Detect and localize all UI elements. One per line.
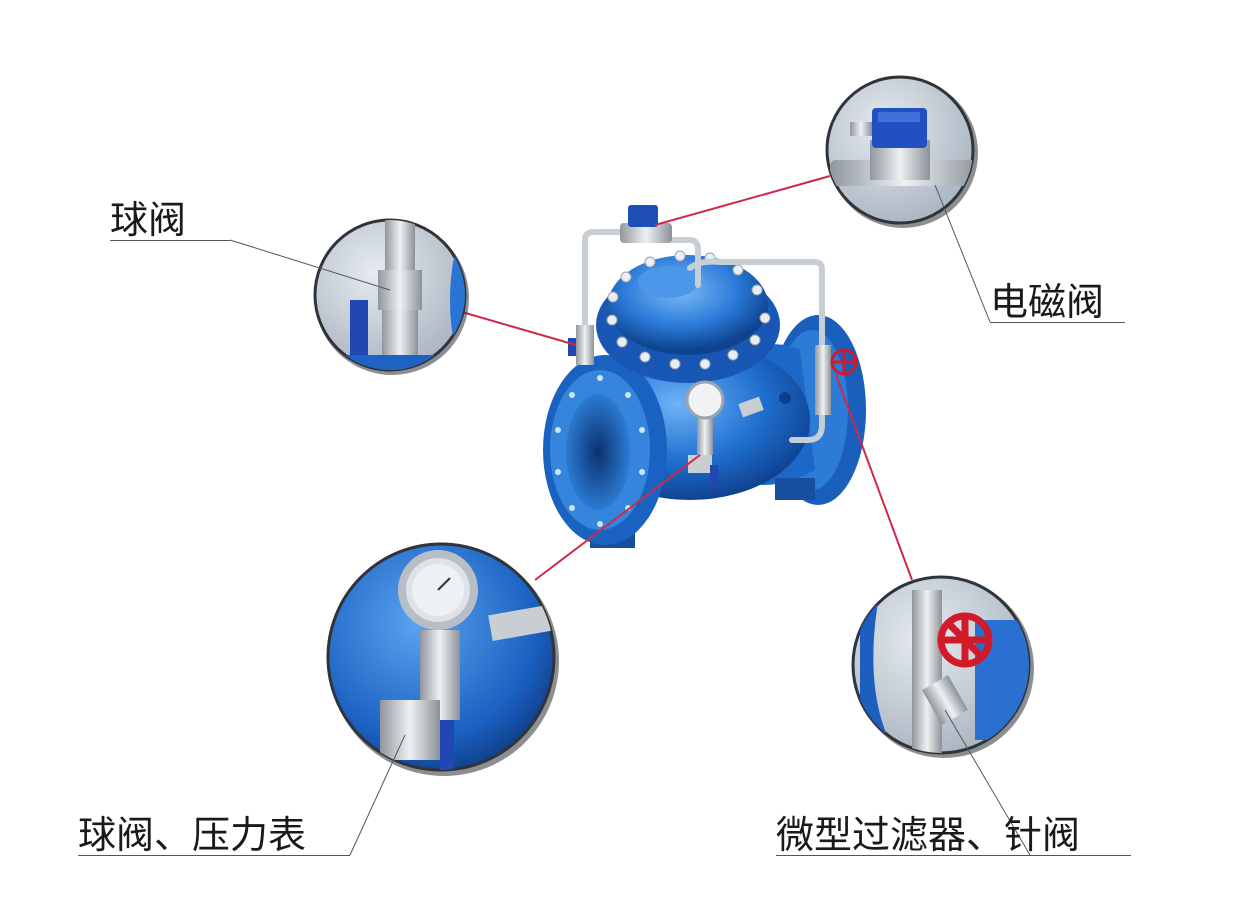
right-foot (775, 478, 815, 500)
leader-solenoid (654, 175, 831, 226)
pressure-gauge-small (685, 380, 725, 420)
label-rule-ball-valve (110, 240, 230, 241)
callout-ball-valve (313, 218, 469, 375)
label-ball-valve: 球阀 (110, 198, 187, 242)
leader-ball-valve (461, 311, 577, 346)
handwheel-icon (937, 612, 993, 668)
callout-solenoid-valve (825, 75, 978, 228)
callout-needle-valve (851, 575, 1034, 758)
label-filter-needle-valve: 微型过滤器、针阀 (776, 813, 1081, 857)
leader-lines (461, 175, 913, 581)
callout-pressure-gauge (326, 542, 559, 776)
control-tubing (582, 229, 825, 443)
label-pointer-lines (229, 184, 1031, 856)
ball-valve-small (576, 325, 594, 365)
leader-needle-valve (835, 374, 913, 581)
solenoid-coil-small (628, 205, 658, 227)
inlet-bore (566, 394, 630, 510)
solenoid-body-small (620, 223, 672, 243)
label-solenoid-valve: 电磁阀 (990, 280, 1105, 324)
handwheel-small (830, 348, 858, 376)
label-ball-valve-gauge: 球阀、压力表 (78, 813, 307, 857)
main-valve (543, 205, 866, 548)
leader-gauge (534, 454, 701, 581)
label-rule-solenoid-valve (990, 322, 1125, 323)
needle-valve-small (815, 345, 831, 415)
label-rule-ball-valve-gauge (78, 855, 350, 856)
label-rule-filter-needle-valve (776, 855, 1131, 856)
